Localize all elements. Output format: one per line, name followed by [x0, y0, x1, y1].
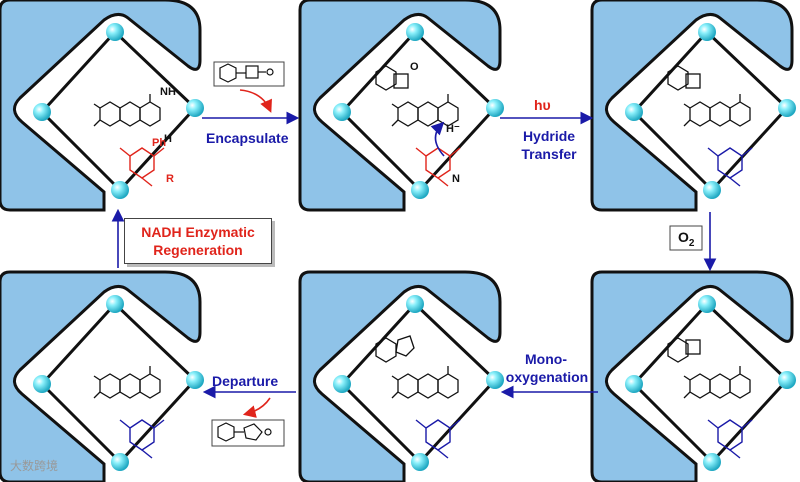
- substrate-box: [213, 61, 285, 87]
- label-departure: Departure: [212, 373, 279, 389]
- atom-label-ph: Ph: [152, 137, 166, 149]
- panel-4: [0, 270, 206, 482]
- atom-label-n: N: [452, 173, 460, 185]
- label-hv: hυ: [534, 97, 551, 113]
- o2-box: [669, 225, 703, 251]
- guest-molecule-3: [667, 65, 753, 187]
- guest-molecule-4: [93, 365, 165, 459]
- atom-label-r: R: [166, 173, 174, 185]
- guest-molecule-6: [667, 337, 753, 459]
- arrow-product-out: [242, 397, 271, 418]
- label-o2-letter: O: [678, 229, 689, 245]
- atom-label-nh: NH: [160, 86, 176, 98]
- label-o2: O2: [678, 229, 694, 249]
- label-transfer: Transfer: [521, 146, 577, 162]
- label-regen-2: Regeneration: [153, 242, 243, 258]
- label-o2-sub: 2: [688, 237, 695, 249]
- atom-label-h: H: [164, 133, 172, 145]
- label-regen-1: NADH Enzymatic: [141, 224, 255, 240]
- label-encapsulate: Encapsulate: [206, 130, 289, 146]
- regeneration-box: NADH Enzymatic Regeneration: [124, 218, 272, 264]
- guest-molecule-2: [375, 65, 461, 187]
- guest-molecule-5: [375, 335, 461, 459]
- label-oxygenation: oxygenation: [505, 369, 589, 385]
- product-box: [211, 419, 285, 447]
- label-mono: Mono-: [525, 351, 567, 367]
- atom-label-o: O: [410, 61, 419, 73]
- label-hydride: Hydride: [522, 128, 576, 144]
- arrow-substrate-in: [239, 89, 272, 113]
- atom-label-hminus: H⁻: [446, 123, 460, 135]
- watermark: 大数跨境: [10, 459, 59, 473]
